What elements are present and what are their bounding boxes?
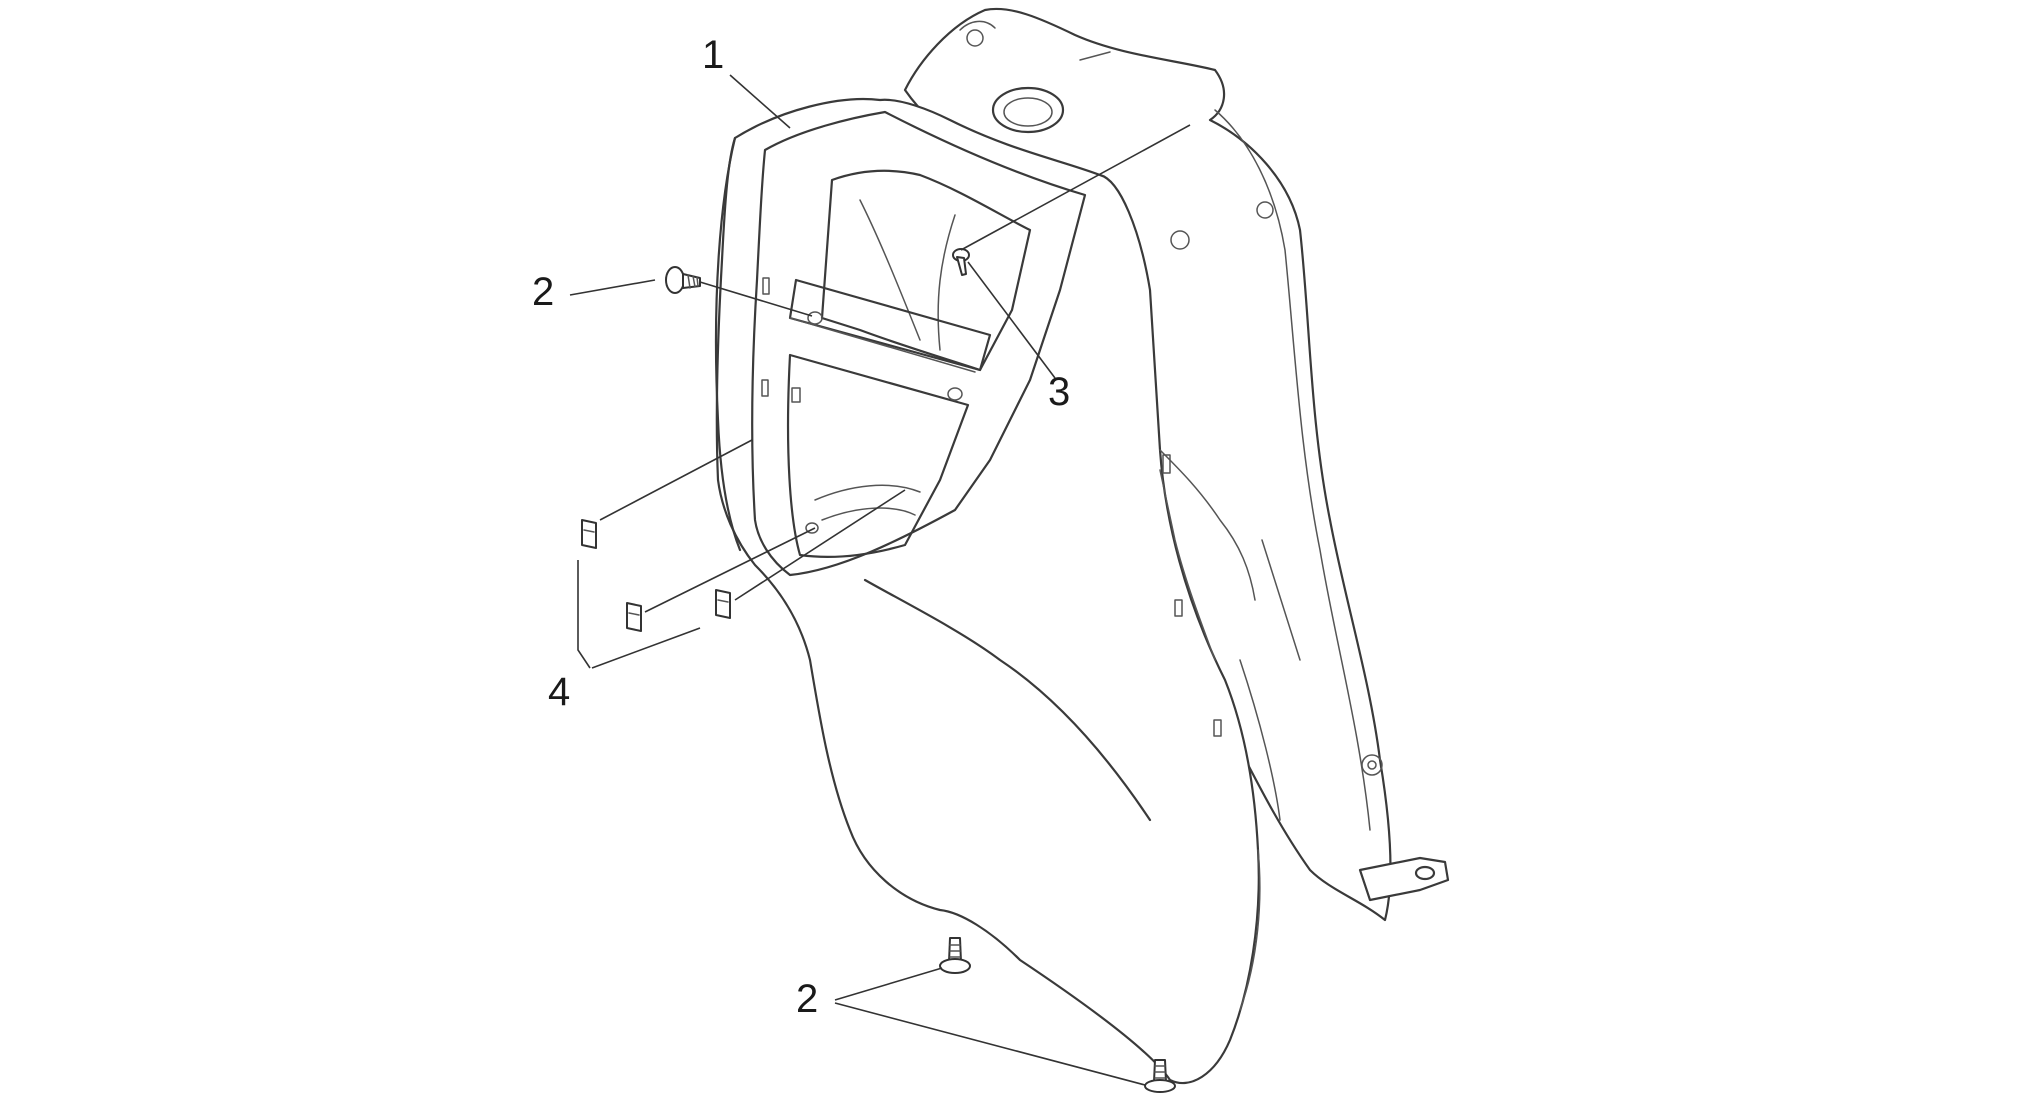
clip-3 (715, 589, 731, 619)
screw-lower-1 (939, 937, 971, 974)
callout-part-2-lower: 2 (796, 977, 818, 1021)
callout-part-1: 1 (702, 33, 724, 77)
callout-part-4: 4 (548, 670, 570, 714)
clip-2 (626, 602, 642, 632)
mounting-bracket (1358, 856, 1450, 902)
leader-lines (569, 74, 1191, 1086)
screw-upper (665, 266, 701, 294)
front-shield (714, 97, 1301, 1085)
clip-1 (581, 519, 597, 549)
screw-part-3 (952, 248, 970, 276)
callout-part-2-upper: 2 (532, 270, 554, 314)
screw-lower-2 (1144, 1059, 1176, 1093)
callout-part-3: 3 (1048, 370, 1070, 414)
